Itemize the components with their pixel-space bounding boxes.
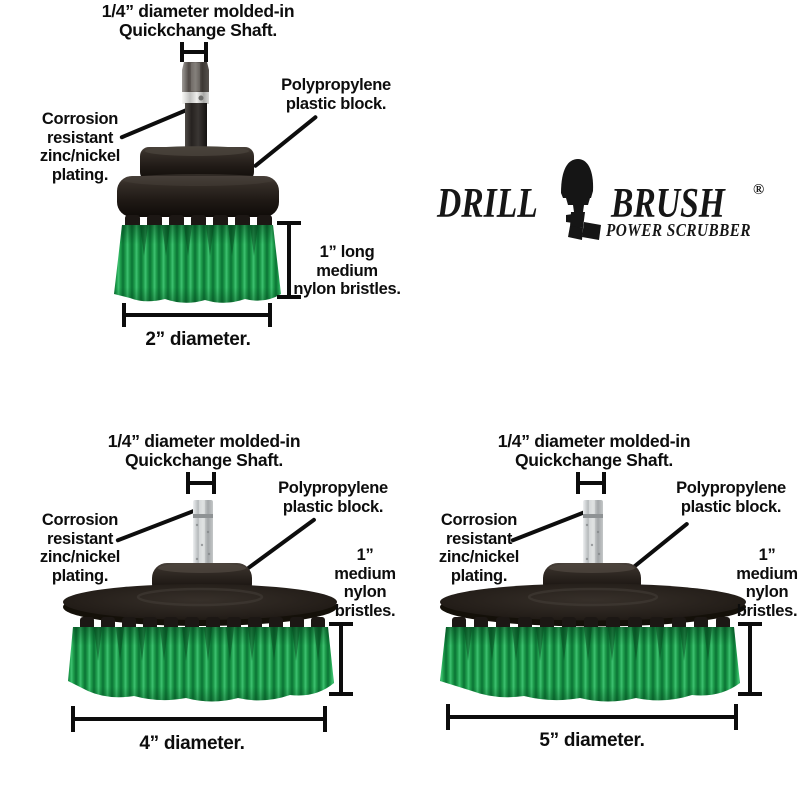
label-line: Quickchange Shaft. [119,20,277,40]
label-line: Corrosion [41,511,119,529]
bristle-height-marker [738,622,762,696]
label-line: Polypropylene [278,479,388,497]
label-line: plastic block. [285,94,387,113]
bristle-height-marker [277,221,301,299]
plating-label: Corrosion resistant zinc/nickel plating. [417,511,541,585]
diameter-marker [71,706,327,732]
label-line: zinc/nickel [39,147,121,165]
logo-drill-text: DRILL [437,181,538,227]
block-material-label: Polypropylene plastic block. [256,76,416,113]
label-line: Polypropylene [281,76,391,94]
shaft-size-label: 1/4” diameter molded-in Quickchange Shaf… [84,432,324,470]
diameter-marker [446,704,738,730]
label-line: Corrosion [440,511,518,529]
label-line: nylon bristles. [293,280,401,298]
label-line: zinc/nickel [438,548,520,566]
label-line: plating. [450,566,508,585]
diameter-label: 2” diameter. [145,329,251,350]
logo-brush-text: BRUSH [611,181,725,227]
label-line: Quickchange Shaft. [125,450,283,470]
label-line: nylon [745,583,789,601]
label-line: Corrosion [41,110,119,128]
bristle-length-label: 1” medium nylon bristles. [305,546,425,620]
label-line: medium [334,564,396,583]
label-line: 1/4” diameter molded-in [101,1,295,21]
tuft-gaps [94,627,322,661]
label-line: nylon [343,583,387,601]
label-line: 1” [758,546,776,564]
label-line: 1/4” diameter molded-in [497,431,691,451]
label-line: Quickchange Shaft. [515,450,673,470]
label-line: Polypropylene [676,479,786,497]
bristles-graphic [68,627,334,702]
tuft-gaps [140,225,258,256]
brush-graphic-2in [114,62,281,303]
label-line: zinc/nickel [39,548,121,566]
shaft-graphic [583,500,603,568]
shaft-graphic [182,62,209,150]
tuft-stubs [452,617,730,630]
bristles-graphic [440,627,740,702]
bristle-height-marker [329,622,353,696]
label-line: resistant [445,529,513,548]
tuft-gaps [464,627,712,661]
label-line: bristles. [736,601,798,620]
label-line: 1” long [319,243,375,261]
shaft-size-label: 1/4” diameter molded-in Quickchange Shaf… [78,2,318,40]
logo-tagline: POWER SCRUBBER [606,220,751,240]
label-line: plating. [51,165,109,184]
label-line: bristles. [334,601,396,620]
block-graphic [63,563,337,630]
brush-graphic-4in [63,500,337,702]
label-line: plastic block. [680,497,782,516]
tuft-stubs [80,617,325,630]
shaft-width-marker [186,472,216,494]
label-line: plastic block. [282,497,384,516]
shaft-width-marker [180,42,208,62]
label-line: resistant [46,529,114,548]
block-material-label: Polypropylene plastic block. [253,479,413,516]
brush-graphic-5in [440,500,746,702]
drill-icon [561,159,601,240]
drillbrush-logo: DRILL BRUSH ® POWER SCRUBBER [425,148,790,253]
diameter-label: 4” diameter. [139,733,245,754]
diameter-marker [122,303,272,327]
block-material-label: Polypropylene plastic block. [651,479,800,516]
bristle-length-label: 1” medium nylon bristles. [707,546,800,620]
label-line: plating. [51,566,109,585]
tuft-stubs [125,215,272,228]
label-line: resistant [46,128,114,147]
shaft-size-label: 1/4” diameter molded-in Quickchange Shaf… [474,432,714,470]
shaft-width-marker [576,472,606,494]
shaft-graphic [193,500,213,568]
label-line: 1/4” diameter molded-in [107,431,301,451]
bristles-graphic [114,225,281,303]
label-line: 1” [356,546,374,564]
plating-label: Corrosion resistant zinc/nickel plating. [18,110,142,184]
block-graphic [117,146,279,228]
plating-label: Corrosion resistant zinc/nickel plating. [18,511,142,585]
registered-trademark: ® [753,182,765,198]
block-graphic [440,563,746,630]
label-line: medium [316,261,378,280]
bristle-length-label: 1” long medium nylon bristles. [277,243,417,299]
diameter-label: 5” diameter. [539,730,645,751]
label-line: medium [736,564,798,583]
